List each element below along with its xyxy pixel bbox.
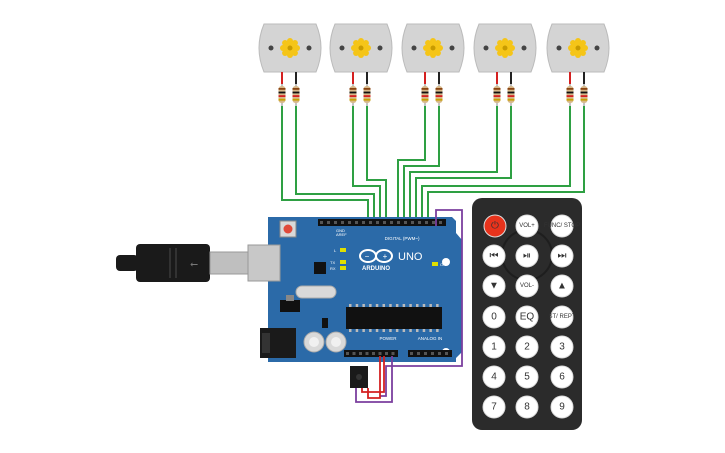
resistor[interactable] [580,84,588,108]
resistor[interactable] [292,84,300,108]
power-header[interactable] [344,350,398,357]
remote-button-label: 1 [491,342,497,353]
dc-motor[interactable] [401,23,465,108]
remote-button-0[interactable]: 0 [482,305,506,329]
resistor[interactable] [278,84,286,108]
svg-text:+: + [383,252,388,261]
remote-button-label: 2 [524,342,530,353]
dc-motor[interactable] [473,23,537,108]
dc-motor[interactable] [258,23,322,108]
remote-button-st-rept[interactable]: ST/ REPT [548,305,576,329]
green-wires[interactable] [281,106,585,226]
arduino-logo: − + [359,249,393,263]
remote-button-label: VOL+ [519,223,535,229]
remote-button-down[interactable]: ▼ [482,274,506,298]
motor-hub-icon [423,38,443,58]
aref-label: AREF [336,232,347,237]
ir-remote[interactable]: ⏻ VOL+ FUNC/ STOP ⏮ ⏯ ⏭ ▼ VOL- ▲ 0 EQ ST/ REPT 1 2 3 4 5… [472,198,582,430]
brand-label: ARDUINO [362,266,390,272]
motor-hub-icon [568,38,588,58]
usb-cable[interactable]: ⭠ [116,244,249,282]
remote-button-label: ST/ REPT [548,314,575,320]
remote-button-next[interactable]: ⏭ [550,244,574,268]
svg-text:−: − [365,252,370,261]
remote-button-9[interactable]: 9 [550,395,574,419]
remote-button-label: 7 [491,402,497,413]
up-icon: ▲ [557,281,567,292]
power-icon: ⏻ [491,221,499,232]
svg-text:⭠: ⭠ [190,259,198,270]
motor-hub-icon [495,38,515,58]
dc-motors [258,23,610,108]
l-led-label: L [334,248,337,253]
remote-button-vol-down[interactable]: VOL- [515,274,539,298]
remote-button-label: 4 [491,372,497,383]
gnd-label: GND [336,228,345,233]
motor-hub-icon [280,38,300,58]
remote-button-2[interactable]: 2 [515,335,539,359]
remote-button-label: EQ [520,312,535,323]
resistor[interactable] [566,84,574,108]
remote-button-label: FUNC/ STOP [544,223,580,229]
resistor[interactable] [493,84,501,108]
analog-header[interactable] [408,350,452,357]
resistor[interactable] [421,84,429,108]
power-header-label: POWER [379,336,397,341]
remote-button-power[interactable]: ⏻ [483,214,507,238]
next-icon: ⏭ [558,251,567,262]
remote-button-func-stop[interactable]: FUNC/ STOP [544,214,580,238]
remote-button-5[interactable]: 5 [515,365,539,389]
play-pause-icon: ⏯ [523,251,531,262]
atmega-chip [346,307,442,329]
remote-button-6[interactable]: 6 [550,365,574,389]
arduino-uno-board[interactable]: L TX RX ON − + ARDUINO UNO DIGITAL (PWM~… [247,217,462,362]
digital-header-label: DIGITAL (PWM~) [385,236,420,241]
ir-receiver[interactable] [350,366,368,388]
remote-button-8[interactable]: 8 [515,395,539,419]
remote-button-play-pause[interactable]: ⏯ [515,244,539,268]
remote-button-vol-up[interactable]: VOL+ [515,214,539,238]
dc-motor[interactable] [546,23,610,108]
down-icon: ▼ [489,281,499,292]
dc-motor[interactable] [329,23,393,108]
remote-button-label: 9 [559,402,565,413]
usb-port [247,244,281,282]
remote-button-1[interactable]: 1 [482,335,506,359]
remote-button-label: 8 [524,402,530,413]
remote-button-label: 0 [491,312,497,323]
remote-button-label: 5 [524,372,530,383]
model-label: UNO [398,251,423,263]
analog-header-label: ANALOG IN [418,336,443,341]
resistor[interactable] [507,84,515,108]
remote-button-label: 6 [559,372,565,383]
resistor[interactable] [435,84,443,108]
remote-button-label: VOL- [520,283,534,289]
remote-button-prev[interactable]: ⏮ [482,244,506,268]
resistor[interactable] [363,84,371,108]
digital-header[interactable] [318,219,446,226]
on-led-label: ON [440,262,446,267]
motor-hub-icon [351,38,371,58]
prev-icon: ⏮ [490,251,499,262]
remote-button-eq[interactable]: EQ [515,305,539,329]
remote-button-3[interactable]: 3 [550,335,574,359]
ir-wires[interactable] [355,209,463,403]
remote-button-up[interactable]: ▲ [550,274,574,298]
remote-button-label: 3 [559,342,565,353]
rx-label: RX [330,266,336,271]
remote-button-4[interactable]: 4 [482,365,506,389]
remote-button-7[interactable]: 7 [482,395,506,419]
tx-label: TX [330,260,335,265]
resistor[interactable] [349,84,357,108]
